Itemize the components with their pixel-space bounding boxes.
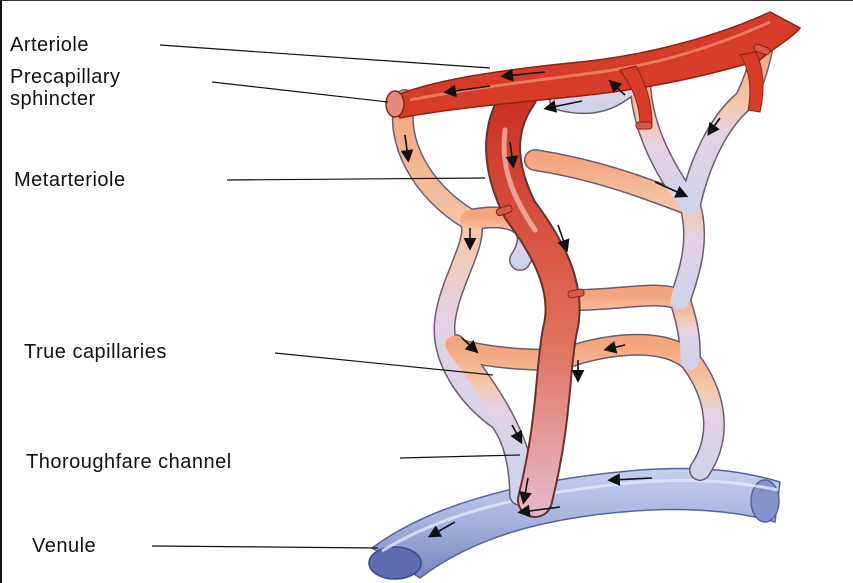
label-precapillary-line1: Precapillary bbox=[10, 66, 120, 88]
label-true-capillaries: True capillaries bbox=[24, 341, 167, 363]
label-precapillary-line2: sphincter bbox=[10, 88, 96, 110]
label-arteriole: Arteriole bbox=[10, 34, 89, 56]
precapillary-sphincter-ring bbox=[386, 91, 404, 117]
leader-arteriole bbox=[160, 45, 490, 68]
label-thoroughfare-channel: Thoroughfare channel bbox=[26, 451, 232, 473]
leader-venule bbox=[152, 546, 378, 548]
leader-precapillary-sphincter bbox=[212, 82, 388, 102]
leader-metarteriole bbox=[227, 178, 485, 180]
venule-vessel bbox=[369, 469, 780, 580]
leader-thoroughfare-channel bbox=[400, 455, 520, 458]
label-metarteriole: Metarteriole bbox=[14, 169, 126, 191]
label-venule: Venule bbox=[32, 535, 96, 557]
capillary-network bbox=[403, 50, 762, 495]
